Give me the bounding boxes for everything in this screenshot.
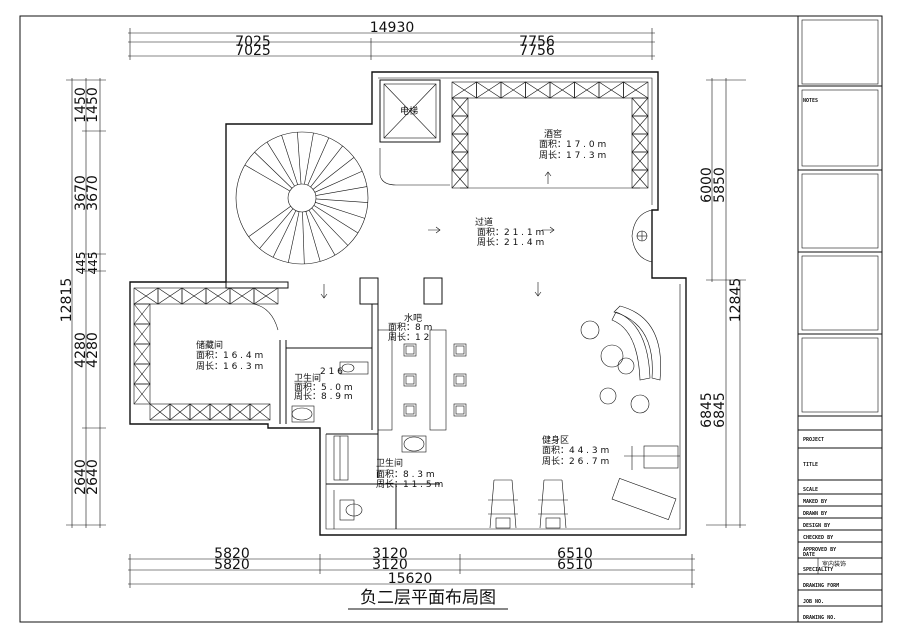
elevator-label: 电梯 (400, 105, 418, 117)
gym-perimeter: 周长：2 6 . 7 m (542, 455, 609, 467)
approved-by-label: APPROVED BY (803, 547, 836, 553)
dim-bottom-b2: 3120 (372, 557, 408, 573)
dim-left-3670a: 3670 (73, 175, 89, 211)
arrow-icon (320, 171, 555, 299)
wc1-name: 卫生间 (294, 372, 321, 384)
corridor-perimeter: 周长：2 1 . 4 m (477, 236, 544, 248)
dim-top-total: 14930 (370, 20, 415, 36)
dim-top-left-a: 7025 (235, 34, 271, 50)
design-by-label: DESIGN BY (803, 523, 830, 529)
dim-left-445b: 445 (86, 252, 100, 275)
dim-bottom-c2: 6510 (557, 557, 593, 573)
bottom-dimensions: 5820 5820 3120 3120 6510 6510 15620 (128, 546, 695, 588)
bathroom-fixtures (333, 435, 427, 529)
speciality-value: 室内装饰 (822, 560, 846, 568)
dim-bottom-c1: 6510 (557, 546, 593, 562)
water-bar-perimeter: 周长：1 2 (388, 331, 429, 343)
wc2-name: 卫生间 (376, 457, 403, 469)
lounge-sofa (580, 305, 661, 414)
gym-area: 面积：4 4 . 3 m (542, 444, 609, 456)
dim-right-6845a: 6845 (699, 392, 715, 428)
gym-name: 健身区 (542, 434, 569, 446)
water-bar-area: 面积：8 m (388, 321, 432, 333)
dim-left-2640b: 2640 (85, 459, 101, 495)
gym-equipment (488, 445, 680, 529)
dim-left-445a: 445 (74, 252, 88, 275)
wine-cellar-name: 酒窖 (544, 128, 562, 140)
wine-cellar-area: 面积：1 7 . 0 m (539, 138, 606, 150)
top-dimensions: 14930 7025 7025 7756 7756 (128, 20, 655, 60)
date-label: DATE (803, 552, 815, 558)
dim-left-2640a: 2640 (73, 459, 89, 495)
wc2-area: 面积：8 . 3 m (376, 468, 435, 480)
wine-cellar-perimeter: 周长：1 7 . 3 m (539, 149, 606, 161)
sheet-border (19, 15, 883, 623)
dim-bottom-a1: 5820 (214, 546, 250, 562)
wc1-area: 面积：5 . 0 m (294, 381, 353, 393)
checked-by-label: CHECKED BY (803, 535, 833, 541)
inner-wall-line (325, 77, 681, 530)
dim-top-right-b: 7756 (519, 43, 555, 59)
spiral-staircase (235, 131, 369, 265)
elevator: 电梯 (379, 79, 450, 186)
drawing-form-label: DRAWING FORM (803, 583, 839, 589)
dim-right-12845: 12845 (728, 278, 744, 323)
scale-label: SCALE (803, 487, 818, 493)
left-dimensions: 12815 1450 1450 3670 3670 445 445 4280 4… (59, 78, 106, 528)
drawing-no-label: DRAWING NO. (803, 615, 836, 621)
corridor-area: 面积：2 1 . 1 m (477, 226, 544, 238)
dim-left-1450b: 1450 (85, 87, 101, 123)
wc1-extra: 2 1 6 (320, 367, 343, 377)
storage-area: 面积：1 6 . 4 m (196, 349, 263, 361)
job-no-label: JOB NO. (803, 599, 824, 605)
dim-bottom-a2: 5820 (214, 557, 250, 573)
bar-stools (403, 343, 467, 417)
drawn-by-label: DRAWN BY (803, 511, 827, 517)
title-block: NOTES PROJECT TITLE SCALE MAKED BY DRAWN… (797, 15, 883, 623)
storage-shelving (133, 287, 279, 421)
dim-left-3670b: 3670 (85, 175, 101, 211)
decorative-niche (631, 209, 653, 263)
outer-wall (129, 71, 687, 536)
wine-cellar-shelving (451, 81, 649, 189)
wc1-perimeter: 周长：8 . 9 m (294, 390, 353, 402)
dim-left-total: 12815 (59, 278, 75, 323)
wc2-perimeter: 周长：1 1 . 5 m (376, 478, 443, 490)
dim-right-6845b: 6845 (712, 392, 728, 428)
title-label: TITLE (803, 462, 818, 468)
water-bar-name: 水吧 (404, 312, 422, 324)
right-dimensions: 6000 5850 12845 6845 6845 (699, 78, 746, 528)
dim-bottom-b1: 3120 (372, 546, 408, 562)
storage-perimeter: 周长：1 6 . 3 m (196, 360, 263, 372)
dim-top-left-b: 7025 (235, 43, 271, 59)
project-label: PROJECT (803, 437, 824, 443)
speciality-label: SPECIALITY (803, 567, 833, 573)
dim-left-1450a: 1450 (73, 87, 89, 123)
corridor-name: 过道 (475, 216, 493, 228)
dim-left-4280b: 4280 (85, 332, 101, 368)
dim-bottom-total: 15620 (388, 571, 433, 587)
dim-left-4280a: 4280 (73, 332, 89, 368)
dim-top-right-a: 7756 (519, 34, 555, 50)
bar-counter (377, 329, 447, 431)
storage-name: 储藏间 (196, 339, 223, 351)
dim-right-5850: 5850 (712, 167, 728, 203)
dim-right-6000: 6000 (699, 167, 715, 203)
drawing-title: 负二层平面布局图 (360, 588, 496, 608)
maked-by-label: MAKED BY (803, 499, 827, 505)
toilet-icon (291, 361, 369, 423)
notes-label: NOTES (803, 98, 818, 104)
